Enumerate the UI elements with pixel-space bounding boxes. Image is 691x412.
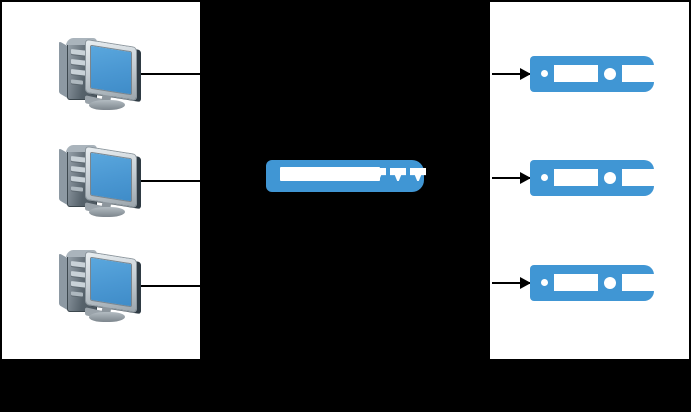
server-bay-icon <box>622 274 664 291</box>
server-led-icon <box>541 174 548 181</box>
monitor-base-icon <box>88 100 126 110</box>
monitor-base-icon <box>88 207 126 217</box>
server-1[interactable] <box>530 56 684 92</box>
arrowhead-icon <box>520 172 531 184</box>
client-link-line <box>137 180 200 182</box>
monitor-screen-icon <box>91 257 131 307</box>
client-pc-1[interactable] <box>55 38 141 112</box>
network-switch[interactable] <box>266 160 426 192</box>
server-3[interactable] <box>530 265 684 301</box>
monitor-screen-icon <box>91 45 131 95</box>
server-port-icon <box>670 173 684 182</box>
server-bay-icon <box>554 274 598 291</box>
switch-port-icon <box>410 168 426 181</box>
server-bay-icon <box>554 65 598 82</box>
arrowhead-icon <box>520 277 531 289</box>
server-knob-icon <box>604 277 616 289</box>
monitor-screen-icon <box>91 152 131 202</box>
client-pc-3[interactable] <box>55 250 141 324</box>
server-bay-icon <box>554 169 598 186</box>
switch-faceplate-icon <box>280 167 380 181</box>
server-link-arrow <box>492 277 531 289</box>
server-knob-icon <box>604 172 616 184</box>
server-port-icon <box>670 69 684 78</box>
monitor-base-icon <box>88 312 126 322</box>
server-bay-icon <box>622 169 664 186</box>
arrowhead-icon <box>520 68 531 80</box>
server-2[interactable] <box>530 160 684 196</box>
server-led-icon <box>541 70 548 77</box>
server-port-icon <box>670 278 684 287</box>
server-led-icon <box>541 279 548 286</box>
client-link-line <box>137 285 200 287</box>
server-knob-icon <box>604 68 616 80</box>
server-link-arrow <box>492 172 531 184</box>
server-bay-icon <box>622 65 664 82</box>
client-pc-2[interactable] <box>55 145 141 219</box>
client-link-line <box>137 73 200 75</box>
switch-port-icon <box>390 168 406 181</box>
server-link-arrow <box>492 68 531 80</box>
